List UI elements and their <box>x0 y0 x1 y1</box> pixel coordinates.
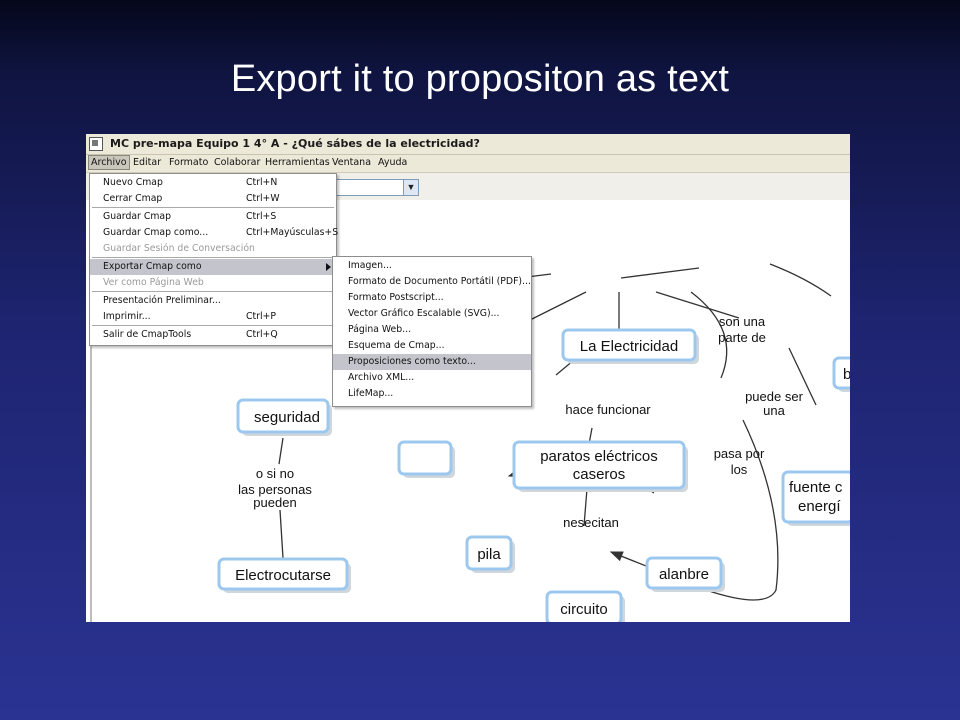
node-hidden-behind-menu <box>397 440 453 476</box>
exportar-submenu: Imagen... Formato de Documento Portátil … <box>332 256 532 407</box>
line-sonuna-b <box>769 263 832 297</box>
link-osino-1: o si no <box>256 466 294 481</box>
menu-editar[interactable]: Editar <box>133 157 162 168</box>
link-pasa-por-2: los <box>731 462 748 477</box>
submenu-item-pagina-web[interactable]: Página Web... <box>348 324 412 335</box>
menu-separator <box>92 325 334 326</box>
concept-nodes: d? La Electricidad b seguridad paratos e… <box>217 274 850 622</box>
node-fuente-energia <box>781 470 850 524</box>
canvas-left-border <box>90 200 92 622</box>
menu-item-ver-pagina-web: Ver como Página Web <box>103 277 204 288</box>
menu-item-guardar-como[interactable]: Guardar Cmap como... Ctrl+Mayúsculas+S <box>103 227 339 238</box>
line-electricidad-left <box>525 291 587 323</box>
submenu-item-svg[interactable]: Vector Gráfico Escalable (SVG)... <box>348 308 500 319</box>
menu-item-salir[interactable]: Salir de CmapTools Ctrl+Q <box>103 329 278 340</box>
node-b-partial-label: b <box>843 366 850 383</box>
link-son-una-1: son una <box>719 314 766 329</box>
menu-item-nuevo-cmap[interactable]: Nuevo Cmap Ctrl+N <box>103 177 278 188</box>
line-puede-fuente <box>788 347 817 406</box>
node-la-electricidad <box>561 328 697 362</box>
submenu-item-pdf[interactable]: Formato de Documento Portátil (PDF)... <box>348 276 531 287</box>
submenu-item-imagen[interactable]: Imagen... <box>348 260 392 271</box>
line-electricidad-sonuna <box>620 267 700 279</box>
menu-formato[interactable]: Formato <box>169 157 209 168</box>
node-circuito <box>545 590 623 622</box>
menu-item-cerrar-cmap[interactable]: Cerrar Cmap Ctrl+W <box>103 193 280 204</box>
submenu-arrow-icon <box>326 263 331 271</box>
menu-separator <box>92 291 334 292</box>
concept-map: d? La Electricidad b seguridad paratos e… <box>217 263 850 622</box>
menu-ventana[interactable]: Ventana <box>332 157 372 168</box>
node-alanbre <box>645 556 723 590</box>
node-electrocutarse-label: Electrocutarse <box>235 567 331 584</box>
menu-item-exportar-cmap[interactable]: Exportar Cmap como <box>90 259 336 275</box>
menu-ayuda[interactable]: Ayuda <box>378 157 408 168</box>
chevron-down-icon[interactable]: ▼ <box>403 180 418 195</box>
slide-title: Export it to propositon as text <box>230 58 730 100</box>
window-titlebar[interactable]: MC pre-mapa Equipo 1 4° A - ¿Qué sábes d… <box>86 134 850 155</box>
submenu-item-proposiciones-texto[interactable]: Proposiciones como texto... <box>333 354 531 370</box>
link-puede-ser-1: puede ser <box>745 389 803 404</box>
app-icon <box>89 137 103 151</box>
node-pila <box>465 535 513 571</box>
node-alanbre-label: alanbre <box>659 566 709 583</box>
menubar: Archivo Editar Formato Colaborar Herrami… <box>86 155 850 173</box>
node-aparatos-electricos <box>512 440 686 490</box>
link-hace-funcionar: hace funcionar <box>565 402 651 417</box>
link-puede-ser-2: una <box>763 403 785 418</box>
node-aparatos-label-1: paratos eléctricos <box>540 448 658 465</box>
node-circuito-label: circuito <box>560 601 608 618</box>
line-electricidad-pasa <box>690 291 728 379</box>
linking-phrases: son una parte de hace funcionar puede se… <box>238 314 803 530</box>
node-pila-label: pila <box>477 546 501 563</box>
node-electrocutarse <box>217 557 349 591</box>
submenu-item-postscript[interactable]: Formato Postscript... <box>348 292 444 303</box>
submenu-item-lifemap[interactable]: LifeMap... <box>348 388 394 399</box>
submenu-item-xml[interactable]: Archivo XML... <box>348 372 415 383</box>
menu-item-imprimir[interactable]: Imprimir... Ctrl+P <box>103 311 276 322</box>
menu-herramientas[interactable]: Herramientas <box>265 157 330 168</box>
node-seguridad-label: seguridad <box>254 409 320 426</box>
link-son-una-2: parte de <box>718 330 766 345</box>
menu-separator <box>92 207 334 208</box>
window-title: MC pre-mapa Equipo 1 4° A - ¿Qué sábes d… <box>110 137 480 150</box>
node-fuente-label-2: energí <box>798 498 841 515</box>
font-size-combo[interactable]: ▼ <box>332 179 419 196</box>
node-la-electricidad-label: La Electricidad <box>580 338 678 355</box>
link-pasa-por-1: pasa por <box>714 446 765 461</box>
menu-item-guardar-sesion: Guardar Sesión de Conversación <box>103 243 255 254</box>
node-seguridad <box>236 398 330 434</box>
link-osino-2: las personas <box>238 482 312 497</box>
line-electricidad-puede <box>655 291 740 319</box>
cmaptools-window: MC pre-mapa Equipo 1 4° A - ¿Qué sábes d… <box>86 134 850 622</box>
menu-item-presentacion[interactable]: Presentación Preliminar... <box>103 295 221 306</box>
menu-item-guardar-cmap[interactable]: Guardar Cmap Ctrl+S <box>103 211 277 222</box>
menu-colaborar[interactable]: Colaborar <box>214 157 261 168</box>
menu-separator <box>92 257 334 258</box>
archivo-dropdown-menu: Nuevo Cmap Ctrl+N Cerrar Cmap Ctrl+W Gua… <box>89 173 339 346</box>
node-fuente-label-1: fuente c <box>789 479 843 496</box>
node-aparatos-label-2: caseros <box>573 466 626 483</box>
line-osino-electrocutarse <box>279 509 284 559</box>
line-seguridad-osino <box>278 437 284 465</box>
link-nesecitan: nesecitan <box>563 515 619 530</box>
link-osino-3: pueden <box>253 495 296 510</box>
node-b-partial <box>832 356 850 390</box>
submenu-item-esquema[interactable]: Esquema de Cmap... <box>348 340 445 351</box>
menu-archivo[interactable]: Archivo <box>88 155 130 170</box>
